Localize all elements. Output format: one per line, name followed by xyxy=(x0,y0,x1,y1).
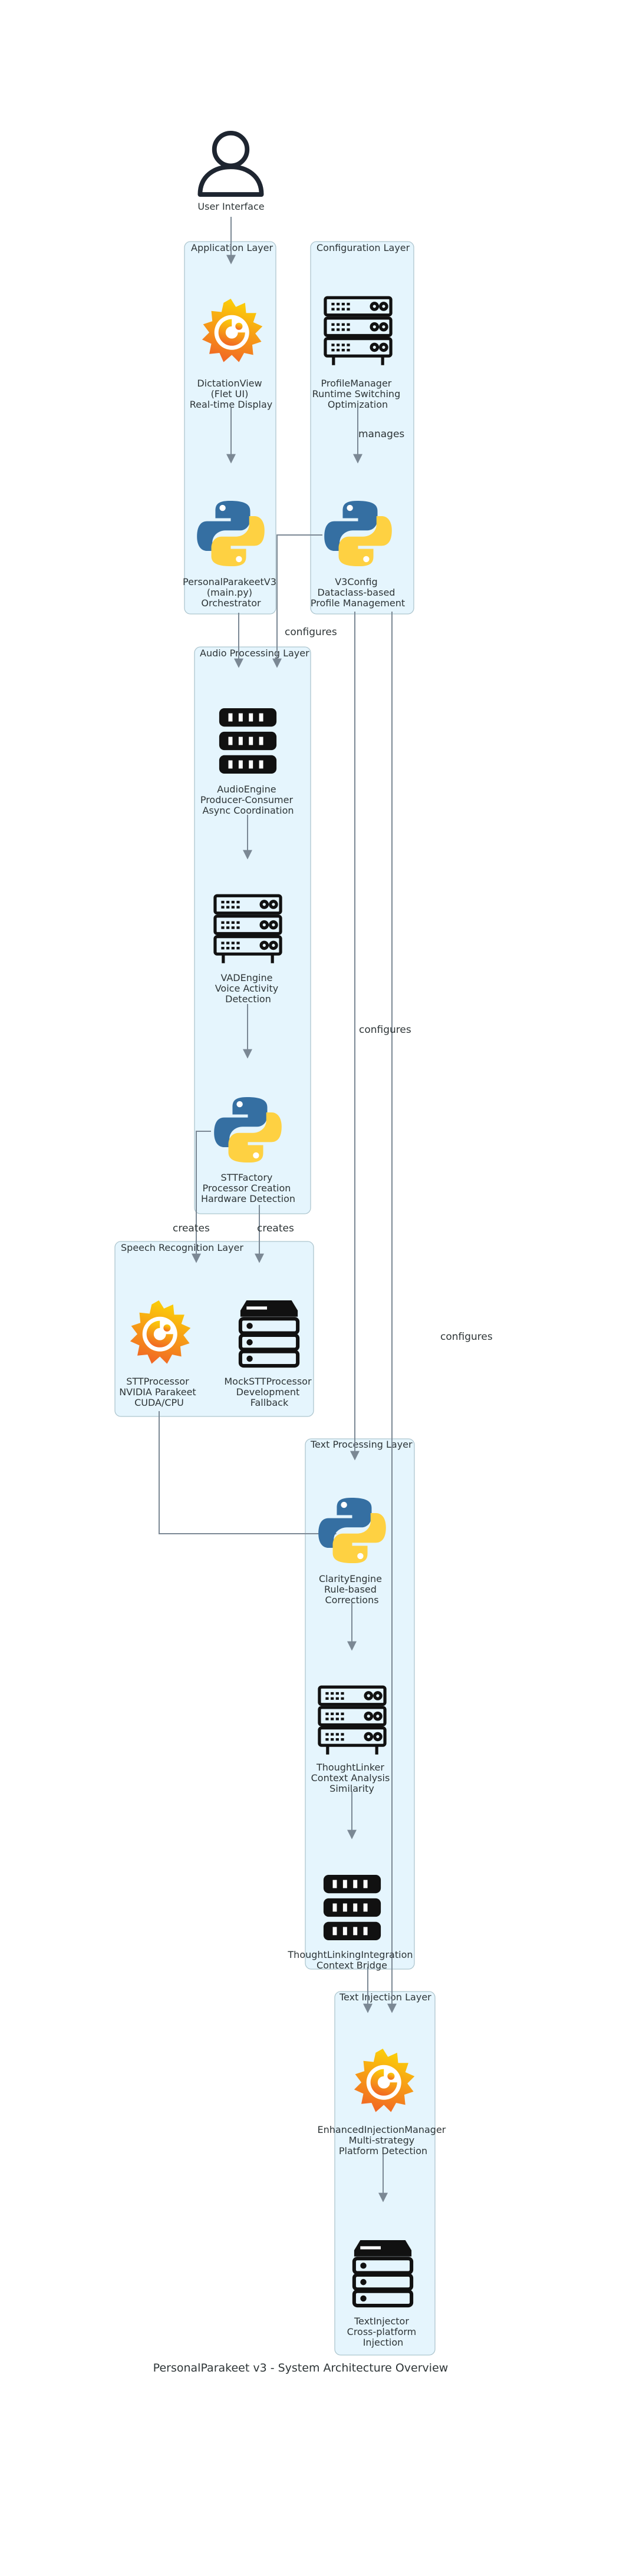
node-label: V3Config Dataclass-based Profile Managem… xyxy=(311,576,405,609)
server-blades-icon xyxy=(219,708,277,774)
edge-label-creates: creates xyxy=(173,1223,210,1234)
node-profile-manager: ProfileManager Runtime Switching Optimiz… xyxy=(312,298,404,410)
edge-label-manages: manages xyxy=(358,428,404,440)
edge-label-configures: configures xyxy=(359,1024,411,1036)
node-user-interface: User Interface xyxy=(197,133,265,212)
node-label: TextInjector Cross-platform Injection xyxy=(347,2316,420,2348)
node-mock-stt-processor: MockSTTProcessor Development Fallback xyxy=(224,1300,314,1408)
cluster-label: Text Injection Layer xyxy=(339,1992,431,2003)
edges xyxy=(159,217,397,2202)
node-label: STTFactory Processor Creation Hardware D… xyxy=(201,1172,295,1204)
node-label: ThoughtLinkingIntegration Context Bridge xyxy=(287,1949,416,1971)
node-label: MockSTTProcessor Development Fallback xyxy=(224,1376,314,1408)
node-label: EnhancedInjectionManager Multi-strategy … xyxy=(318,2124,449,2156)
edge-label-configures: configures xyxy=(440,1331,493,1343)
edge-config-to-audio xyxy=(272,534,322,668)
node-label: ClarityEngine Rule-based Corrections xyxy=(319,1573,385,1606)
cluster-text-injection-layer: Text Injection Layer xyxy=(334,1991,436,2356)
node-audio-engine: AudioEngine Producer-Consumer Async Coor… xyxy=(200,708,296,816)
node-v3config: V3Config Dataclass-based Profile Managem… xyxy=(311,500,405,609)
server-blades-icon xyxy=(323,1874,381,1941)
edge-stt-to-clarity xyxy=(159,1411,337,1538)
node-vad-engine: VADEngine Voice Activity Detection xyxy=(215,896,282,1005)
edge-label-configures: configures xyxy=(285,626,337,638)
node-text-injector: TextInjector Cross-platform Injection xyxy=(347,2240,420,2348)
node-label: ProfileManager Runtime Switching Optimiz… xyxy=(312,378,404,410)
node-stt-factory: STTFactory Processor Creation Hardware D… xyxy=(201,1097,295,1204)
node-orchestrator: PersonalParakeetV3 (main.py) Orchestrato… xyxy=(183,500,279,609)
node-label: PersonalParakeetV3 (main.py) Orchestrato… xyxy=(183,576,279,609)
node-label: User Interface xyxy=(197,201,264,212)
diagram-caption: PersonalParakeet v3 - System Architectur… xyxy=(153,2362,449,2374)
node-label: VADEngine Voice Activity Detection xyxy=(215,972,282,1005)
cluster-label: Configuration Layer xyxy=(317,242,410,253)
cluster-label: Audio Processing Layer xyxy=(200,648,309,659)
cluster-speech-recognition-layer: Speech Recognition Layer xyxy=(114,1241,314,1417)
edge-label-creates: creates xyxy=(257,1223,294,1234)
cluster-label: Text Processing Layer xyxy=(310,1439,413,1450)
node-thought-linking-integration: ThoughtLinkingIntegration Context Bridge xyxy=(287,1874,416,1971)
node-thought-linker: ThoughtLinker Context Analysis Similarit… xyxy=(311,1687,393,1794)
node-label: DictationView (Flet UI) Real-time Displa… xyxy=(190,378,272,410)
node-clarity-engine: ClarityEngine Rule-based Corrections xyxy=(318,1497,386,1606)
cluster-label: Application Layer xyxy=(191,242,273,253)
node-dictation-view: DictationView (Flet UI) Real-time Displa… xyxy=(190,298,272,410)
node-label: STTProcessor NVIDIA Parakeet CUDA/CPU xyxy=(119,1376,199,1408)
node-label: AudioEngine Producer-Consumer Async Coor… xyxy=(200,784,296,816)
user-icon xyxy=(200,133,261,194)
node-stt-processor: STTProcessor NVIDIA Parakeet CUDA/CPU xyxy=(119,1300,199,1408)
cluster-label: Speech Recognition Layer xyxy=(121,1242,243,1253)
node-label: ThoughtLinker Context Analysis Similarit… xyxy=(311,1762,393,1794)
edge-factory-to-stt xyxy=(192,1131,211,1263)
node-enhanced-injection-manager: EnhancedInjectionManager Multi-strategy … xyxy=(318,2048,449,2156)
cluster-audio-processing-layer: Audio Processing Layer xyxy=(194,646,311,1214)
